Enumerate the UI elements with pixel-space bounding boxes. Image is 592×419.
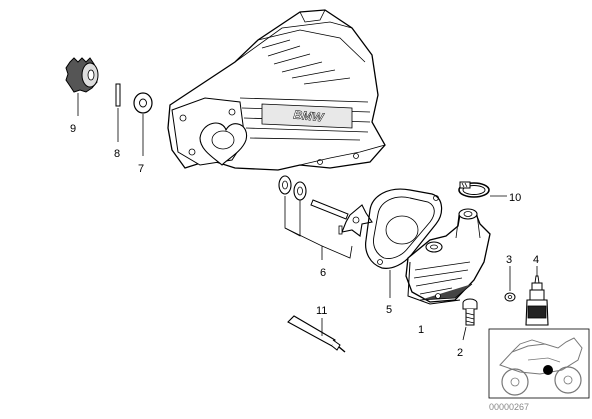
callout-8: 8 [114,148,120,160]
gear-icon [65,57,99,93]
callout-7: 7 [138,163,144,175]
pin-icon [115,83,121,107]
gasket-icon [365,188,443,269]
adhesive-bottle-icon [525,275,549,326]
callout-3: 3 [506,254,512,266]
callout-6: 6 [320,267,326,279]
callout-10: 10 [509,192,521,204]
washer-icon [133,92,153,114]
bolt-icon [462,298,478,326]
water-pump-housing-icon [405,208,491,305]
bearing-icon [278,175,307,201]
bmw-lettering: BMW [293,107,326,124]
callout-1: 1 [418,324,424,336]
callout-5: 5 [386,304,392,316]
pin-icon [338,225,343,235]
callout-9: 9 [70,123,76,135]
motorcycle-thumbnail-icon [488,328,590,399]
shaft-icon [310,199,349,220]
callout-4: 4 [533,254,539,266]
sealant-tube-icon [287,315,346,353]
hose-clamp-icon [458,181,490,198]
small-washer-icon [504,292,516,302]
reference-code: 00000267 [489,402,529,412]
engine-cover-icon: BMW [167,9,386,171]
impeller-icon [341,204,373,237]
callout-11: 11 [316,305,327,317]
callout-2: 2 [457,347,463,359]
